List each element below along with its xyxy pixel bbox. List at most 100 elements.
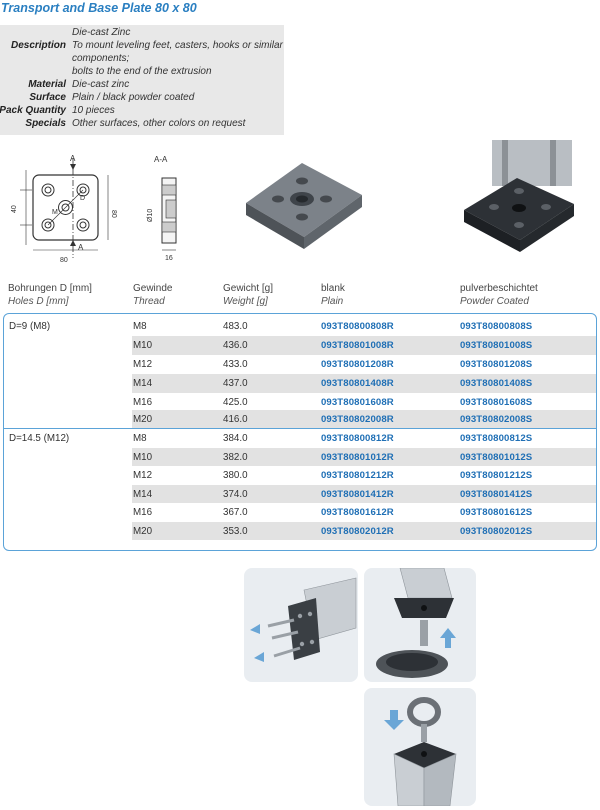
group-label: D=9 (M8)	[9, 321, 51, 332]
header-de: Bohrungen D [mm]	[8, 283, 92, 294]
eyebolt-graphic	[384, 697, 457, 806]
specification-box: Die-cast Zinc Description To mount level…	[0, 25, 284, 135]
thread-cell: M12	[133, 470, 153, 481]
spec-label: Pack Quantity	[0, 105, 66, 116]
spec-value: Other surfaces, other colors on request	[72, 118, 246, 129]
plain-code-cell[interactable]: 093T80800808R	[321, 321, 394, 332]
weight-cell: 382.0	[223, 452, 248, 463]
section-label: A	[70, 154, 76, 163]
coated-code-cell[interactable]: 093T80801612S	[460, 507, 533, 518]
spec-label: Surface	[29, 92, 66, 103]
dimension-label: 16	[165, 255, 173, 262]
thread-cell: M16	[133, 397, 153, 408]
table-row: M20 416.0 093T80802008R 093T80802008S	[132, 410, 596, 428]
header-en: Holes D [mm]	[8, 295, 69, 307]
table-row: M14 437.0 093T80801408R 093T80801408S	[132, 374, 596, 393]
plain-code-cell[interactable]: 093T80802008R	[321, 414, 394, 425]
thread-cell: M20	[133, 526, 153, 537]
coated-code-cell[interactable]: 093T80801208S	[460, 359, 533, 370]
plain-code-cell[interactable]: 093T80802012R	[321, 526, 394, 537]
thread-cell: M8	[133, 433, 147, 444]
plain-code-cell[interactable]: 093T80801412R	[321, 489, 394, 500]
thread-cell: M16	[133, 507, 153, 518]
plain-code-cell[interactable]: 093T80800812R	[321, 433, 394, 444]
table-row: M20 353.0 093T80802012R 093T80802012S	[132, 522, 596, 540]
spec-label: Specials	[25, 118, 66, 129]
header-plain: blank Plain	[321, 283, 345, 308]
spec-label: Material	[28, 79, 66, 90]
dimension-label: Ø10	[147, 209, 154, 222]
table-row: M14 374.0 093T80801412R 093T80801412S	[132, 485, 596, 503]
coated-code-cell[interactable]: 093T80801012S	[460, 452, 533, 463]
mounting-illustration-eyebolt	[364, 688, 476, 806]
spec-value: components;	[72, 53, 130, 64]
thread-cell: M14	[133, 378, 153, 389]
dimension-label: 40	[11, 205, 18, 213]
coated-code-cell[interactable]: 093T80801212S	[460, 470, 533, 481]
group-label: D=14.5 (M12)	[9, 433, 70, 444]
section-label: A	[78, 243, 84, 252]
header-thread: Gewinde Thread	[133, 283, 172, 308]
weight-cell: 437.0	[223, 378, 248, 389]
weight-cell: 367.0	[223, 507, 248, 518]
section-label: A-A	[154, 155, 168, 164]
bolt-mount-graphic	[250, 577, 357, 662]
plain-code-cell[interactable]: 093T80801212R	[321, 470, 394, 481]
thread-cell: M12	[133, 359, 153, 370]
weight-cell: 425.0	[223, 397, 248, 408]
plate-on-extrusion-render	[464, 140, 574, 252]
plain-code-cell[interactable]: 093T80801008R	[321, 340, 394, 351]
weight-cell: 384.0	[223, 433, 248, 444]
header-de: pulverbeschichtet	[460, 283, 538, 294]
dimension-label: 80	[110, 210, 117, 218]
weight-cell: 433.0	[223, 359, 248, 370]
coated-code-cell[interactable]: 093T80800808S	[460, 321, 533, 332]
page-title: Transport and Base Plate 80 x 80	[1, 1, 197, 15]
spec-value: Plain / black powder coated	[72, 92, 195, 103]
header-en: Weight [g]	[223, 295, 268, 307]
coated-code-cell[interactable]: 093T80800812S	[460, 433, 533, 444]
header-coated: pulverbeschichtet Powder Coated	[460, 283, 538, 308]
group-divider	[4, 428, 596, 429]
plain-code-cell[interactable]: 093T80801012R	[321, 452, 394, 463]
dimension-label: D	[80, 195, 85, 202]
coated-code-cell[interactable]: 093T80801608S	[460, 397, 533, 408]
table-row: M10 436.0 093T80801008R 093T80801008S	[132, 336, 596, 355]
weight-cell: 374.0	[223, 489, 248, 500]
thread-cell: M10	[133, 340, 153, 351]
weight-cell: 353.0	[223, 526, 248, 537]
header-de: blank	[321, 283, 345, 294]
section-view-drawing: A-A 16 Ø10	[147, 155, 177, 262]
header-weight: Gewicht [g] Weight [g]	[223, 283, 273, 308]
weight-cell: 483.0	[223, 321, 248, 332]
spec-value: To mount leveling feet, casters, hooks o…	[72, 40, 283, 51]
mounting-illustration-foot	[364, 568, 476, 682]
spec-value: 10 pieces	[72, 105, 115, 116]
dimension-label: M	[52, 209, 58, 216]
header-de: Gewinde	[133, 283, 173, 294]
coated-code-cell[interactable]: 093T80801412S	[460, 489, 533, 500]
weight-cell: 416.0	[223, 414, 248, 425]
table-row: M16 425.0 093T80801608R 093T80801608S	[4, 393, 596, 412]
table-row: M12 380.0 093T80801212R 093T80801212S	[4, 466, 596, 485]
weight-cell: 380.0	[223, 470, 248, 481]
header-en: Thread	[133, 295, 165, 307]
coated-code-cell[interactable]: 093T80802012S	[460, 526, 533, 537]
coated-code-cell[interactable]: 093T80801408S	[460, 378, 533, 389]
spec-value: Die-cast zinc	[72, 79, 130, 90]
leveling-foot-graphic	[376, 568, 456, 678]
plate-render-plain	[246, 163, 362, 249]
coated-code-cell[interactable]: 093T80802008S	[460, 414, 533, 425]
thread-cell: M10	[133, 452, 153, 463]
table-row: M16 367.0 093T80801612R 093T80801612S	[4, 503, 596, 522]
coated-code-cell[interactable]: 093T80801008S	[460, 340, 533, 351]
top-view-drawing: A A 80 80 40 D M	[11, 154, 117, 264]
plain-code-cell[interactable]: 093T80801208R	[321, 359, 394, 370]
plain-code-cell[interactable]: 093T80801408R	[321, 378, 394, 389]
header-de: Gewicht [g]	[223, 283, 274, 294]
mounting-illustration-bolts	[244, 568, 358, 682]
header-en: Powder Coated	[460, 295, 529, 307]
plain-code-cell[interactable]: 093T80801612R	[321, 507, 394, 518]
table-row: M8 483.0 093T80800808R 093T80800808S	[4, 317, 596, 336]
plain-code-cell[interactable]: 093T80801608R	[321, 397, 394, 408]
